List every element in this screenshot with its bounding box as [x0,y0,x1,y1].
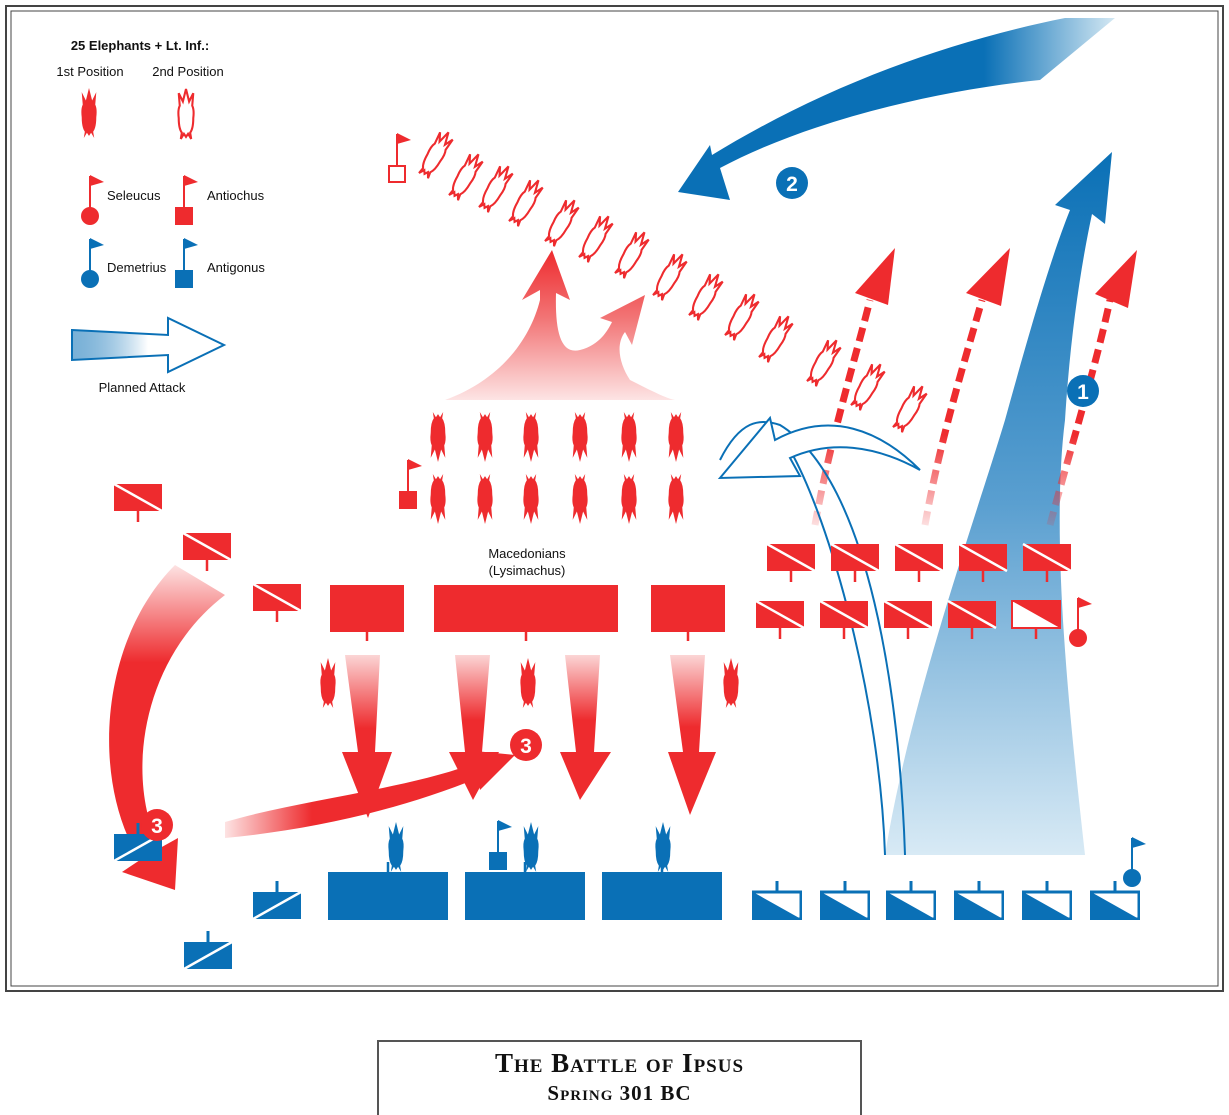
red-cavalry-unit [766,543,816,583]
antiochus-open-flag-icon [388,132,412,183]
red-cavalry-unit [252,583,302,623]
antigonid-infantry-block [602,872,722,920]
legend: 25 Elephants + Lt. Inf.: 1st Position 2n… [56,38,265,395]
red-flank-sweep-arrow-left [109,565,225,890]
demetrius-charge-arrow-1 [885,152,1112,855]
macedonian-infantry-block [330,585,404,632]
legend-demetrius: Demetrius [107,260,167,275]
title-box: The Battle of Ipsus Spring 301 BC [377,1040,862,1115]
elephant-second-position-line [388,127,931,435]
red-cavalry-unit [113,483,163,523]
elephant-solid-icon [572,412,588,462]
blue-cavalry-unit [954,880,1004,920]
elephant-outline-icon [721,289,763,343]
red-cavalry-unit [819,600,869,640]
elephant-outline-icon [575,211,617,265]
lysimachus-label: (Lysimachus) [489,563,566,578]
blue-elephant-icon [388,822,404,872]
demetrius-sweep-arrow-2 [678,18,1115,200]
elephant-solid-icon [723,658,739,708]
elephant-solid-icon [320,658,336,708]
allied-center-line: Macedonians (Lysimachus) [113,483,725,641]
svg-text:1: 1 [1077,381,1089,404]
elephant-outline-icon [889,381,931,435]
red-cavalry-unit [894,543,944,583]
map-inner-frame [10,10,1219,987]
svg-text:3: 3 [151,815,163,838]
elephant-outline-icon [445,149,487,203]
blue-cavalry-unit [886,880,936,920]
elephant-outline-icon [505,175,547,229]
seleucus-flag-icon [80,174,105,226]
demetrius-flag-icon [1122,836,1147,888]
antigonid-infantry-block [465,872,585,920]
elephant-outline-icon [847,359,889,413]
macedonians-label: Macedonians [488,546,566,561]
map-frame [5,5,1224,992]
legend-seleucus: Seleucus [107,188,161,203]
marker-2: 2 [776,167,808,199]
elephant-solid-icon [430,412,446,462]
macedonian-advance-arrows [320,655,739,818]
elephant-outline-icon [685,269,727,323]
planned-attack-arrow-icon [71,316,227,374]
marker-3-center: 3 [510,729,542,761]
seleucus-flag-icon [1068,596,1093,648]
planned-attack-path [717,415,921,856]
elephant-solid-icon [477,412,493,462]
antiochus-flag-icon [398,458,423,510]
elephant-solid-icon [520,658,536,708]
svg-text:2: 2 [786,173,798,196]
red-cavalry-unit [883,600,933,640]
blue-cavalry-unit [183,930,233,970]
demetrius-flag-icon [80,237,105,289]
elephant-redeploy-arrow [445,250,675,400]
antiochus-flag-icon [174,174,199,226]
elephant-solid-icon [621,412,637,462]
elephant-solid-icon [430,474,446,524]
svg-text:3: 3 [520,735,532,758]
legend-second-position: 2nd Position [152,64,224,79]
legend-first-position: 1st Position [56,64,123,79]
elephant-solid-icon [523,412,539,462]
antigonus-flag-icon [488,819,513,871]
elephant-solid-icon [81,88,97,138]
antigonus-flag-icon [174,237,199,289]
elephant-solid-icon [572,474,588,524]
antigonid-line [113,819,1147,970]
blue-cavalry-unit [1022,880,1072,920]
elephant-outline-icon [803,335,845,389]
elephant-outline-icon [611,227,653,281]
elephant-outline-icon [649,249,691,303]
legend-antiochus: Antiochus [207,188,265,203]
blue-cavalry-unit [820,880,870,920]
elephant-solid-icon [477,474,493,524]
elephant-outline-icon [541,195,583,249]
legend-planned-attack: Planned Attack [99,380,186,395]
elephant-outline-icon [177,88,195,140]
legend-antigonus: Antigonus [207,260,265,275]
elephant-outline-icon [475,161,517,215]
elephant-solid-icon [668,474,684,524]
map-subtitle: Spring 301 BC [547,1081,692,1105]
macedonian-infantry-block [651,585,725,632]
blue-cavalry-unit [252,880,302,920]
red-cavalry-unit [755,600,805,640]
elephant-solid-icon [668,412,684,462]
elephant-solid-icon [523,474,539,524]
legend-heading: 25 Elephants + Lt. Inf.: [71,38,209,53]
elephant-outline-icon [755,311,797,365]
elephant-solid-icon [621,474,637,524]
marker-1: 1 [1067,375,1099,407]
elephant-outline-icon [415,127,457,181]
blue-cavalry-unit [752,880,802,920]
red-cavalry-unit [182,532,232,572]
elephant-first-position-block [398,412,684,524]
map-title: The Battle of Ipsus [494,1048,745,1078]
marker-3-left: 3 [141,809,173,841]
antigonid-infantry-block [328,872,448,920]
macedonian-infantry-block [434,585,618,632]
seleucid-cavalry-dashed-arrows [811,248,1137,526]
